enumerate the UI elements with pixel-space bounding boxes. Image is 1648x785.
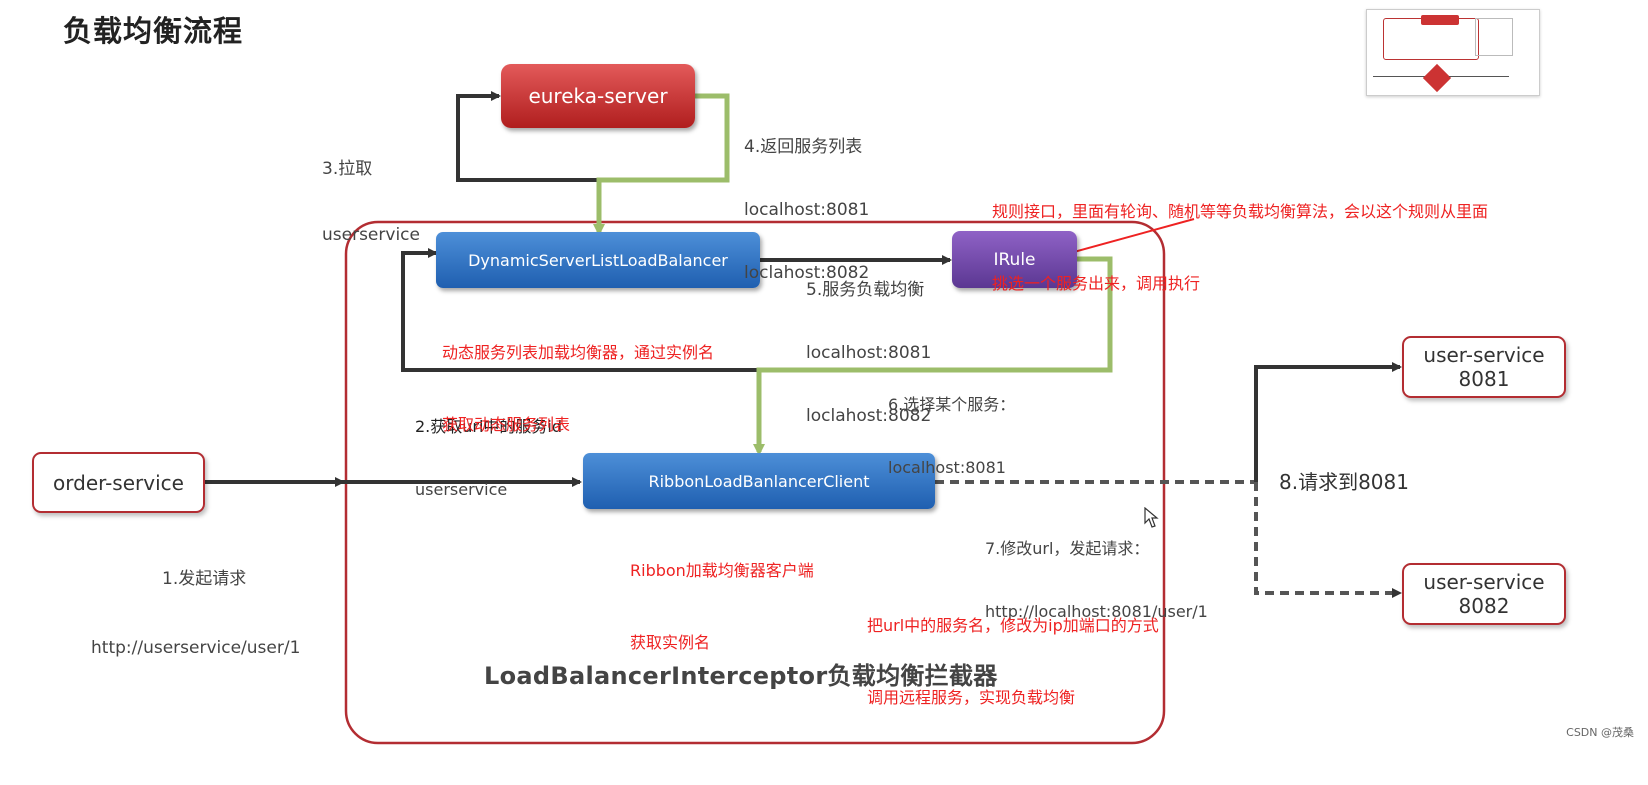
thumbnail-line	[1373, 76, 1429, 77]
step3-label: 3.拉取 userservice	[322, 159, 420, 245]
irule-note: 规则接口，里面有轮询、随机等等负载均衡算法，会以这个规则从里面 挑选一个服务出来…	[992, 202, 1489, 293]
user-service-8082-name: user-service	[1423, 570, 1545, 594]
step2-label: 2.获取url中的服务id userservice	[415, 417, 563, 499]
arrow-return-service-list	[593, 93, 730, 236]
dynamic-load-balancer-label: DynamicServerListLoadBalancer	[468, 250, 728, 270]
user-service-8082-node: user-service 8082	[1402, 563, 1566, 625]
step1-label: 1.发起请求 http://userservice/user/1	[91, 569, 301, 658]
ribbon-client-node: RibbonLoadBanlancerClient	[583, 453, 935, 509]
ribbon-client-label: RibbonLoadBanlancerClient	[648, 471, 870, 491]
thumbnail-diamond	[1422, 63, 1452, 93]
user-service-8081-port: 8081	[1458, 367, 1510, 391]
dynamic-load-balancer-node: DynamicServerListLoadBalancer	[436, 232, 760, 288]
arrow-choose-service	[753, 256, 1113, 456]
user-service-8081-name: user-service	[1423, 343, 1545, 367]
url-rewrite-note: 把url中的服务名，修改为ip加端口的方式 调用远程服务，实现负载均衡	[867, 616, 1159, 707]
irule-label: IRule	[993, 249, 1036, 270]
dynamic-balancer-note: 动态服务列表加载均衡器，通过实例名 获取动态服务列表	[442, 343, 715, 434]
step6-label: 6.选择某个服务： localhost:8081	[888, 395, 1016, 477]
order-service-node: order-service	[32, 452, 205, 513]
step5-label: 5.服务负载均衡 localhost:8081 loclahost:8082	[806, 280, 932, 426]
user-service-8081-node: user-service 8081	[1402, 336, 1566, 398]
irule-node: IRule	[952, 231, 1077, 288]
eureka-server-node: eureka-server	[501, 64, 695, 128]
order-service-label: order-service	[53, 470, 184, 495]
arrow-request-8082	[1254, 482, 1402, 598]
thumbnail-red-node	[1421, 15, 1459, 25]
page-title: 负载均衡流程	[63, 14, 244, 48]
step8-label: 8.请求到8081	[1279, 470, 1409, 494]
step7-label: 7.修改url，发起请求： http://localhost:8081/user…	[985, 539, 1208, 621]
watermark: CSDN @茂桑	[1566, 726, 1634, 739]
step4-label: 4.返回服务列表 localhost:8081 loclahost:8082	[744, 137, 870, 283]
thumbnail-box	[1475, 18, 1513, 56]
arrow-get-service-id	[401, 248, 759, 372]
user-service-8082-port: 8082	[1458, 594, 1510, 618]
mouse-cursor-icon	[1144, 507, 1159, 528]
thumbnail-line	[1449, 76, 1509, 77]
eureka-server-label: eureka-server	[528, 84, 668, 108]
interceptor-label: LoadBalancerInterceptor负载均衡拦截器	[484, 662, 998, 690]
arrow-request-8081	[1254, 362, 1402, 482]
thumbnail-preview[interactable]	[1366, 9, 1540, 96]
ribbon-client-note: Ribbon加载均衡器客户端 获取实例名	[630, 561, 814, 652]
